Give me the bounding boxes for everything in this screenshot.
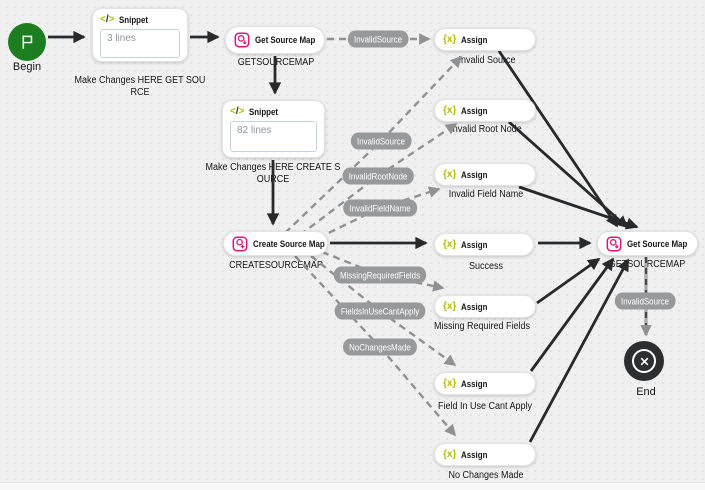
branch-label-nochangesmade[interactable]: NoChangesMade — [343, 338, 417, 356]
snippet-lines-box[interactable]: 3 lines — [100, 29, 180, 58]
node-caption-assign-3: Invalid Field Name — [448, 189, 524, 200]
node-caption-snippet-get: Make Changes HERE GET SOU RCE — [74, 75, 206, 98]
edge-assign5-getsourcemap2 — [536, 257, 601, 305]
node-caption-assign-6: Field In Use Cant Apply — [437, 401, 533, 412]
flag-icon — [22, 35, 33, 49]
node-assign-missing-required-fields[interactable]: {x} Assign — [434, 295, 536, 318]
assign-variables-icon: {x} — [443, 169, 457, 180]
edge-createsourcemap-nochangesmade — [294, 255, 381, 348]
snippet-lines-box[interactable]: 82 lines — [230, 121, 317, 152]
horizontal-scrollbar[interactable] — [0, 482, 705, 490]
edge-createsourcemap-invalidrootnode — [299, 175, 379, 236]
node-title: Get Source Map — [255, 35, 316, 45]
edge-nochangesmade-assign7 — [379, 346, 457, 437]
branch-label-invalidfieldname[interactable]: InvalidFieldName — [343, 199, 417, 217]
end-node[interactable] — [624, 341, 664, 381]
edge-fieldsinusecantapply-assign6 — [379, 310, 457, 366]
code-icon: </> — [230, 106, 245, 117]
assign-variables-icon: {x} — [443, 239, 457, 250]
end-label: End — [636, 386, 656, 398]
end-x-icon — [632, 349, 656, 373]
edge-missingrequiredfields-assign5 — [379, 273, 445, 292]
source-map-icon — [234, 32, 250, 48]
branch-label-invalidsource-1[interactable]: InvalidSource — [347, 30, 409, 48]
node-caption-create-source-map: CREATESOURCEMAP — [229, 260, 323, 271]
node-caption-assign-4: Success — [468, 261, 504, 272]
node-create-source-map[interactable]: Create Source Map — [223, 231, 328, 256]
assign-variables-icon: {x} — [443, 378, 457, 389]
branch-label-missingrequiredfields[interactable]: MissingRequiredFields — [333, 266, 427, 284]
edge-invalidsource2-assign1 — [380, 55, 463, 142]
node-caption-assign-5: Missing Required Fields — [433, 321, 531, 332]
node-get-source-map-1[interactable]: Get Source Map — [225, 26, 325, 54]
node-assign-no-changes-made[interactable]: {x} Assign — [434, 443, 536, 466]
source-map-add-icon — [232, 236, 248, 252]
edge-assign3-getsourcemap2 — [518, 185, 639, 230]
node-caption-assign-2: Invalid Root Node — [450, 124, 522, 135]
edge-assign6-getsourcemap2 — [529, 257, 615, 372]
node-assign-invalid-root-node[interactable]: {x} Assign — [434, 99, 536, 122]
assign-variables-icon: {x} — [443, 105, 457, 116]
assign-variables-icon: {x} — [443, 449, 457, 460]
branch-label-invalidsource-3[interactable]: InvalidSource — [614, 292, 676, 310]
edge-invalidfieldname-assign3 — [379, 186, 441, 210]
edge-assign2-getsourcemap2 — [508, 120, 629, 229]
assign-variables-icon: {x} — [443, 301, 457, 312]
node-assign-invalid-source[interactable]: {x} Assign — [434, 28, 536, 51]
node-assign-invalid-field-name[interactable]: {x} Assign — [434, 163, 536, 186]
node-get-source-map-2[interactable]: Get Source Map — [597, 231, 698, 256]
edge-createsourcemap-invalidsource2 — [284, 140, 382, 234]
branch-label-invalidrootnode[interactable]: InvalidRootNode — [342, 167, 414, 185]
node-caption-assign-1: Invalid Source — [458, 55, 516, 66]
edge-createsourcemap-fieldsinusecantapply — [310, 255, 381, 312]
edge-assign1-getsourcemap2 — [497, 50, 619, 228]
branch-label-invalidsource-2[interactable]: InvalidSource — [350, 132, 412, 150]
edge-invalidrootnode-assign2 — [377, 123, 458, 177]
source-map-icon — [606, 236, 622, 252]
node-snippet-create[interactable]: </> Snippet 82 lines — [222, 100, 325, 158]
begin-label: Begin — [12, 61, 42, 73]
node-caption-assign-7: No Changes Made — [448, 470, 524, 481]
edge-assign7-getsourcemap2 — [528, 258, 630, 443]
node-title: Snippet — [119, 14, 149, 25]
node-assign-field-in-use[interactable]: {x} Assign — [434, 372, 536, 395]
branch-label-fieldsinusecantapply[interactable]: FieldsInUseCantApply — [334, 302, 426, 320]
code-icon: </> — [100, 14, 115, 25]
begin-node[interactable] — [8, 23, 46, 61]
assign-variables-icon: {x} — [443, 34, 457, 45]
node-snippet-get[interactable]: </> Snippet 3 lines — [92, 8, 188, 62]
node-assign-success[interactable]: {x} Assign — [434, 233, 534, 256]
